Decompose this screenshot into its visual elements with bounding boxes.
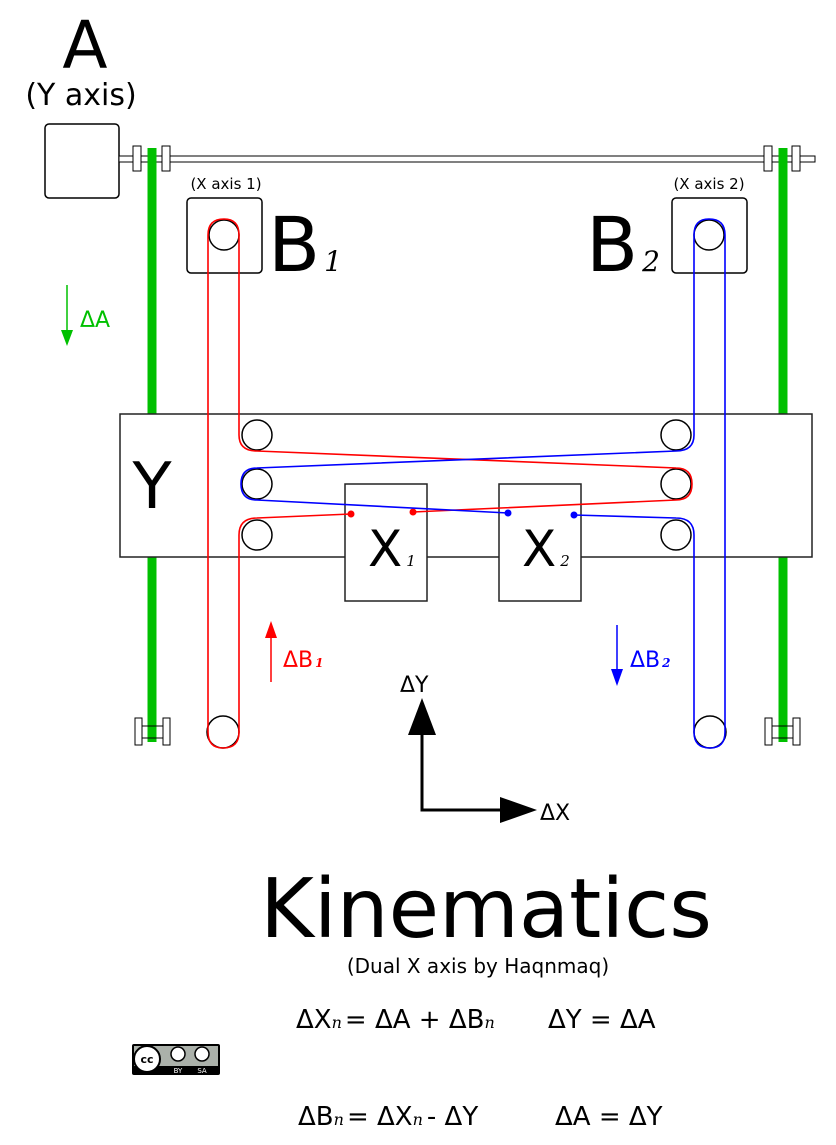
delta-b1-sub: 1	[315, 656, 323, 670]
formula-3: ΔBn= ΔXn- ΔY	[298, 1102, 478, 1132]
motor-b1-label: B	[268, 200, 320, 289]
sa-icon	[194, 1046, 210, 1062]
cc-by-sa-badge[interactable]: cc BY SA	[132, 1044, 220, 1075]
motor-a-sublabel: (Y axis)	[25, 78, 136, 113]
x1-sub: 1	[406, 552, 416, 570]
axis-y-label: ΔY	[400, 673, 429, 698]
y-carriage	[119, 413, 813, 558]
belt-b2	[240, 218, 726, 749]
rail-end-brackets	[134, 717, 801, 746]
motor-b1-caption: (X axis 1)	[190, 175, 261, 193]
x1-label: X	[368, 520, 402, 578]
motor-a-label: A	[62, 7, 107, 84]
drive-shaft	[118, 145, 816, 172]
x2-label: X	[522, 520, 556, 578]
motor-b1-sub: 1	[324, 245, 342, 278]
x2-sub: 2	[559, 552, 570, 570]
motor-b2-sub: 2	[641, 245, 660, 278]
by-label: BY	[174, 1067, 183, 1075]
delta-b2-label: ΔB	[630, 648, 660, 673]
x2-head	[498, 483, 582, 602]
axis-x-label: ΔX	[540, 801, 570, 826]
delta-b1-label: ΔB	[283, 648, 313, 673]
x1-head	[344, 483, 428, 602]
pulleys	[206, 219, 727, 749]
subtitle: (Dual X axis by Haqnmaq)	[347, 954, 609, 978]
delta-a-arrow	[61, 285, 73, 346]
axes-arrows	[408, 698, 537, 823]
motor-b2-label: B	[586, 200, 638, 289]
motor-a-box	[44, 123, 120, 199]
y-carriage-label: Y	[131, 450, 172, 524]
by-icon	[170, 1046, 186, 1062]
cc-label: cc	[140, 1053, 153, 1066]
delta-b2-sub: 2	[661, 656, 670, 670]
title: Kinematics	[260, 862, 712, 957]
formula-4: ΔA = ΔY	[555, 1102, 663, 1132]
motor-b2-caption: (X axis 2)	[673, 175, 744, 193]
formula-2: ΔY = ΔA	[548, 1005, 656, 1035]
delta-b1-arrow	[265, 621, 277, 682]
sa-label: SA	[197, 1067, 207, 1075]
delta-b2-arrow	[611, 625, 623, 686]
belt-b1	[207, 218, 693, 749]
formula-1: ΔXn= ΔA + ΔBn	[296, 1005, 495, 1035]
delta-a-label: ΔA	[80, 308, 110, 333]
